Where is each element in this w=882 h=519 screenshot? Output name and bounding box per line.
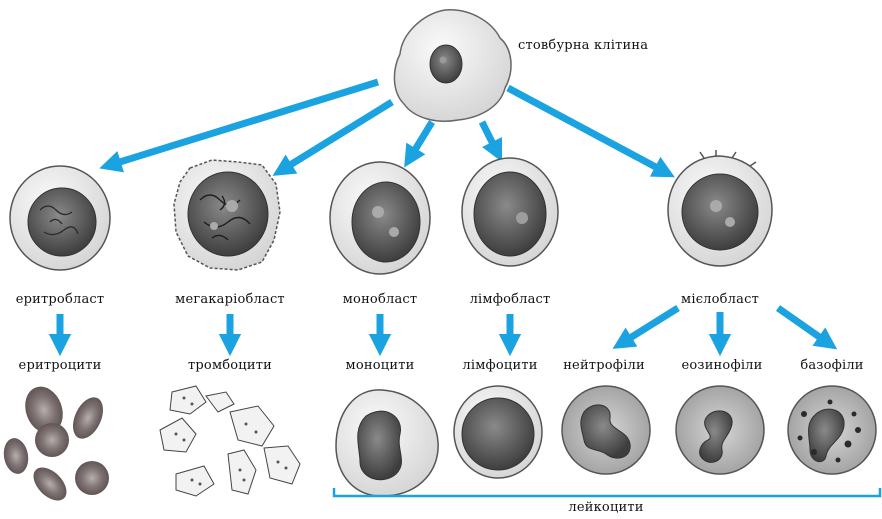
arrow-stem-to-monoblast [410,122,432,158]
monocyte-drawing [336,390,438,496]
arrow-stem-to-myeloblast [508,88,665,172]
label-myeloblast: мієлобласт [681,292,759,308]
arrow-stem-to-megakaryoblast [282,102,392,170]
label-erythroblast: еритробласт [16,292,105,308]
lymphocyte-drawing [454,386,542,478]
neutrophil-drawing [562,386,650,474]
stem-cell-drawing [394,10,511,121]
monoblast-drawing [330,162,430,274]
basophil-drawing [788,386,876,474]
eosinophil-drawing [676,386,764,474]
arrow-stem-to-erythroblast [110,82,378,165]
label-erythrocytes: еритроцити [19,358,102,374]
label-lymphocytes: лімфоцити [462,358,537,374]
label-lymphoblast: лімфобласт [470,292,551,308]
myeloblast-drawing [668,150,772,266]
label-neutrophils: нейтрофіли [563,358,645,374]
label-leukocytes: лейкоцити [568,500,643,516]
label-stem-cell: стовбурна клітина [518,38,648,54]
erythrocytes-drawing [1,381,109,506]
label-eosinophils: еозинофіли [681,358,762,374]
leukocytes-bracket [334,488,880,496]
label-monocytes: моноцити [346,358,415,374]
erythroblast-drawing [10,166,110,270]
label-monoblast: монобласт [343,292,418,308]
megakaryoblast-drawing [174,160,280,270]
lymphoblast-drawing [462,158,558,266]
thrombocytes-drawing [160,386,300,496]
label-thrombocytes: тромбоцити [188,358,272,374]
arrow-stem-to-lymphoblast [482,122,497,152]
arrow-myeloblast-to-basophils [778,308,828,343]
label-megakaryoblast: мегакаріобласт [175,292,285,308]
arrow-myeloblast-to-neutrophils [622,308,678,343]
label-basophils: базофіли [800,358,863,374]
